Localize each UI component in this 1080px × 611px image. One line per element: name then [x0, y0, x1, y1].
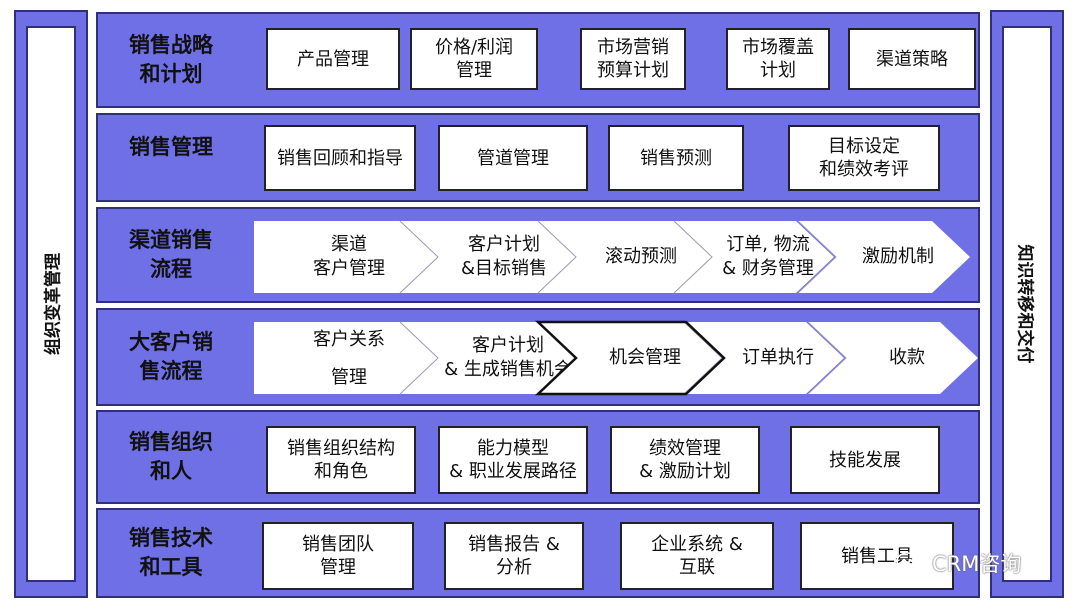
row-sales-technology: 销售技术 和工具 销售团队 管理 销售报告 & 分析 企业系统 & 互联 销售工…: [96, 508, 980, 598]
box-item: 销售团队 管理: [262, 522, 414, 590]
box-item: 目标设定 和绩效考评: [788, 125, 940, 191]
right-side-panel: 知识转移和交付: [1002, 26, 1052, 582]
box-item: 管道管理: [438, 125, 588, 191]
right-side-label: 知识转移和交付: [1014, 244, 1035, 364]
row-title: 大客户销 售流程: [129, 330, 213, 383]
box-item: 技能发展: [790, 426, 940, 494]
watermark-text: CRM咨询: [932, 552, 1022, 576]
row-title: 销售管理: [129, 135, 213, 159]
left-side-panel: 组织变革管理: [26, 26, 76, 582]
box-item: 销售报告 & 分析: [444, 522, 584, 590]
box-item: 能力模型 & 职业发展路径: [438, 426, 588, 494]
box-item: 价格/利润 管理: [410, 28, 538, 90]
box-item: 产品管理: [266, 28, 400, 90]
wechat-icon: [896, 552, 924, 574]
box-item: 市场营销 预算计划: [580, 28, 686, 90]
left-side-bar: 组织变革管理: [14, 10, 88, 598]
box-item: 企业系统 & 互联: [620, 522, 774, 590]
row-sales-management: 销售管理 销售回顾和指导 管道管理 销售预测 目标设定 和绩效考评: [96, 113, 980, 202]
box-item: 市场覆盖 计划: [726, 28, 830, 90]
row-title: 销售组织 和人: [129, 430, 213, 483]
right-side-bar: 知识转移和交付: [990, 10, 1064, 598]
box-item: 销售回顾和指导: [264, 125, 416, 191]
row-sales-organization: 销售组织 和人 销售组织结构 和角色 能力模型 & 职业发展路径 绩效管理 & …: [96, 410, 980, 504]
box-item: 销售工具: [800, 522, 954, 590]
watermark: CRM咨询: [896, 548, 1021, 578]
row-title: 渠道销售 流程: [129, 228, 213, 281]
box-item: 绩效管理 & 激励计划: [610, 426, 760, 494]
left-side-label: 组织变革管理: [43, 253, 64, 355]
row-title: 销售技术 和工具: [129, 526, 213, 579]
row-sales-strategy: 销售战略 和计划 产品管理 价格/利润 管理 市场营销 预算计划 市场覆盖 计划…: [96, 12, 980, 108]
row-title: 销售战略 和计划: [129, 33, 213, 86]
row-key-account-sales-process: 大客户销 售流程 客户关系 管理 客户计划 & 生成销售机会 机会管理 订单执行…: [96, 308, 980, 406]
box-item: 销售预测: [608, 125, 744, 191]
row-channel-sales-process: 渠道销售 流程 渠道 客户管理 客户计划 &目标销售 滚动预测 订单, 物流 &…: [96, 207, 980, 303]
box-item: 渠道策略: [848, 28, 976, 90]
box-item: 销售组织结构 和角色: [266, 426, 416, 494]
